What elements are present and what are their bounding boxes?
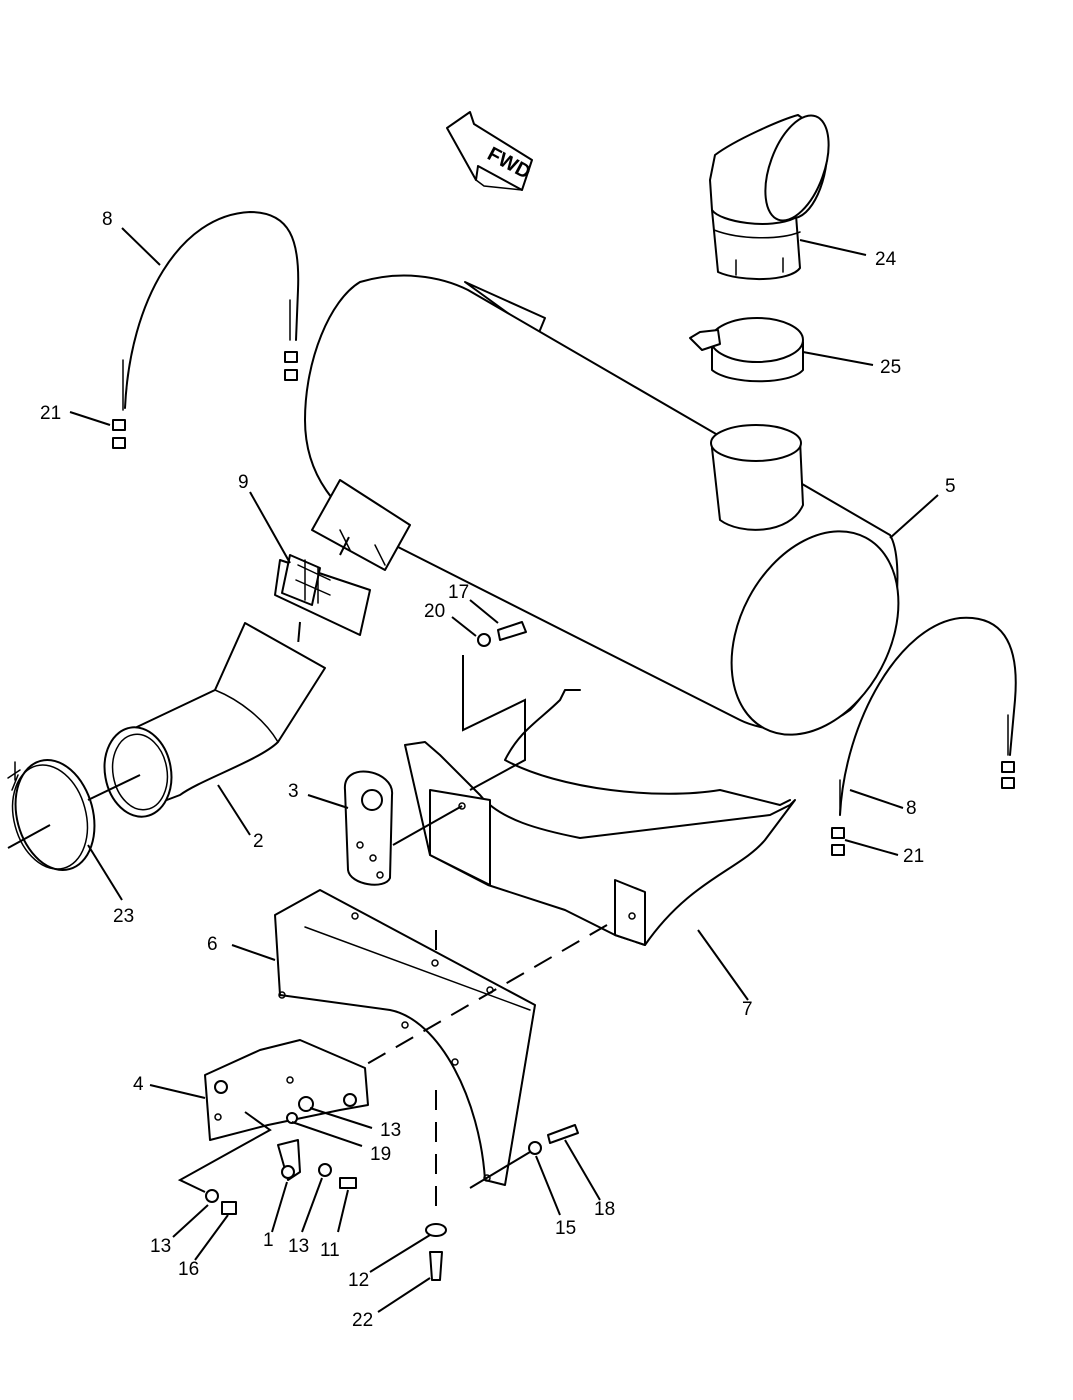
muffler [304,274,900,736]
callout-16: 16 [178,1259,199,1280]
clamp-ring [7,759,96,871]
assembly-lines [7,534,608,1215]
callout-24: 24 [875,249,897,270]
callout-13-a: 13 [380,1120,401,1141]
hardware [205,621,579,1281]
callout-20: 20 [424,601,445,622]
support-bracket [274,889,536,1186]
callout-8-left: 8 [102,209,113,230]
angle-bracket [204,1039,369,1141]
band-clamp-top [689,317,804,383]
callout-6: 6 [207,934,218,955]
callout-13-c: 13 [288,1236,309,1257]
callout-2: 2 [253,831,264,852]
callout-22: 22 [352,1310,373,1331]
exhaust-elbow [709,114,830,280]
callout-21-right: 21 [903,846,924,867]
callout-23: 23 [113,906,134,927]
callout-5: 5 [945,476,956,497]
callout-19: 19 [370,1144,391,1165]
callout-25: 25 [880,357,901,378]
callout-18: 18 [594,1199,615,1220]
callout-15: 15 [555,1218,576,1239]
callout-12: 12 [348,1270,369,1291]
mounting-cradle [404,689,796,946]
u-bolt-right [831,616,1017,856]
link-plate [343,770,394,886]
callout-7: 7 [742,999,753,1020]
callout-4: 4 [133,1074,144,1095]
callout-1: 1 [263,1230,274,1251]
exhaust-pipe [103,622,326,818]
callout-3: 3 [288,781,299,802]
callout-11: 11 [320,1240,340,1261]
v-band-clamp [274,554,371,636]
u-bolt-left [112,211,300,449]
callout-9: 9 [238,472,249,493]
callout-13-b: 13 [150,1236,171,1257]
leader-lines [69,227,939,1313]
callouts: 8 21 9 24 25 5 17 20 3 2 23 6 7 8 21 4 1… [40,209,956,1331]
fwd-arrow: FWD [446,111,534,191]
callout-17: 17 [448,582,469,603]
callout-21-left: 21 [40,403,61,424]
callout-8-right: 8 [906,798,917,819]
